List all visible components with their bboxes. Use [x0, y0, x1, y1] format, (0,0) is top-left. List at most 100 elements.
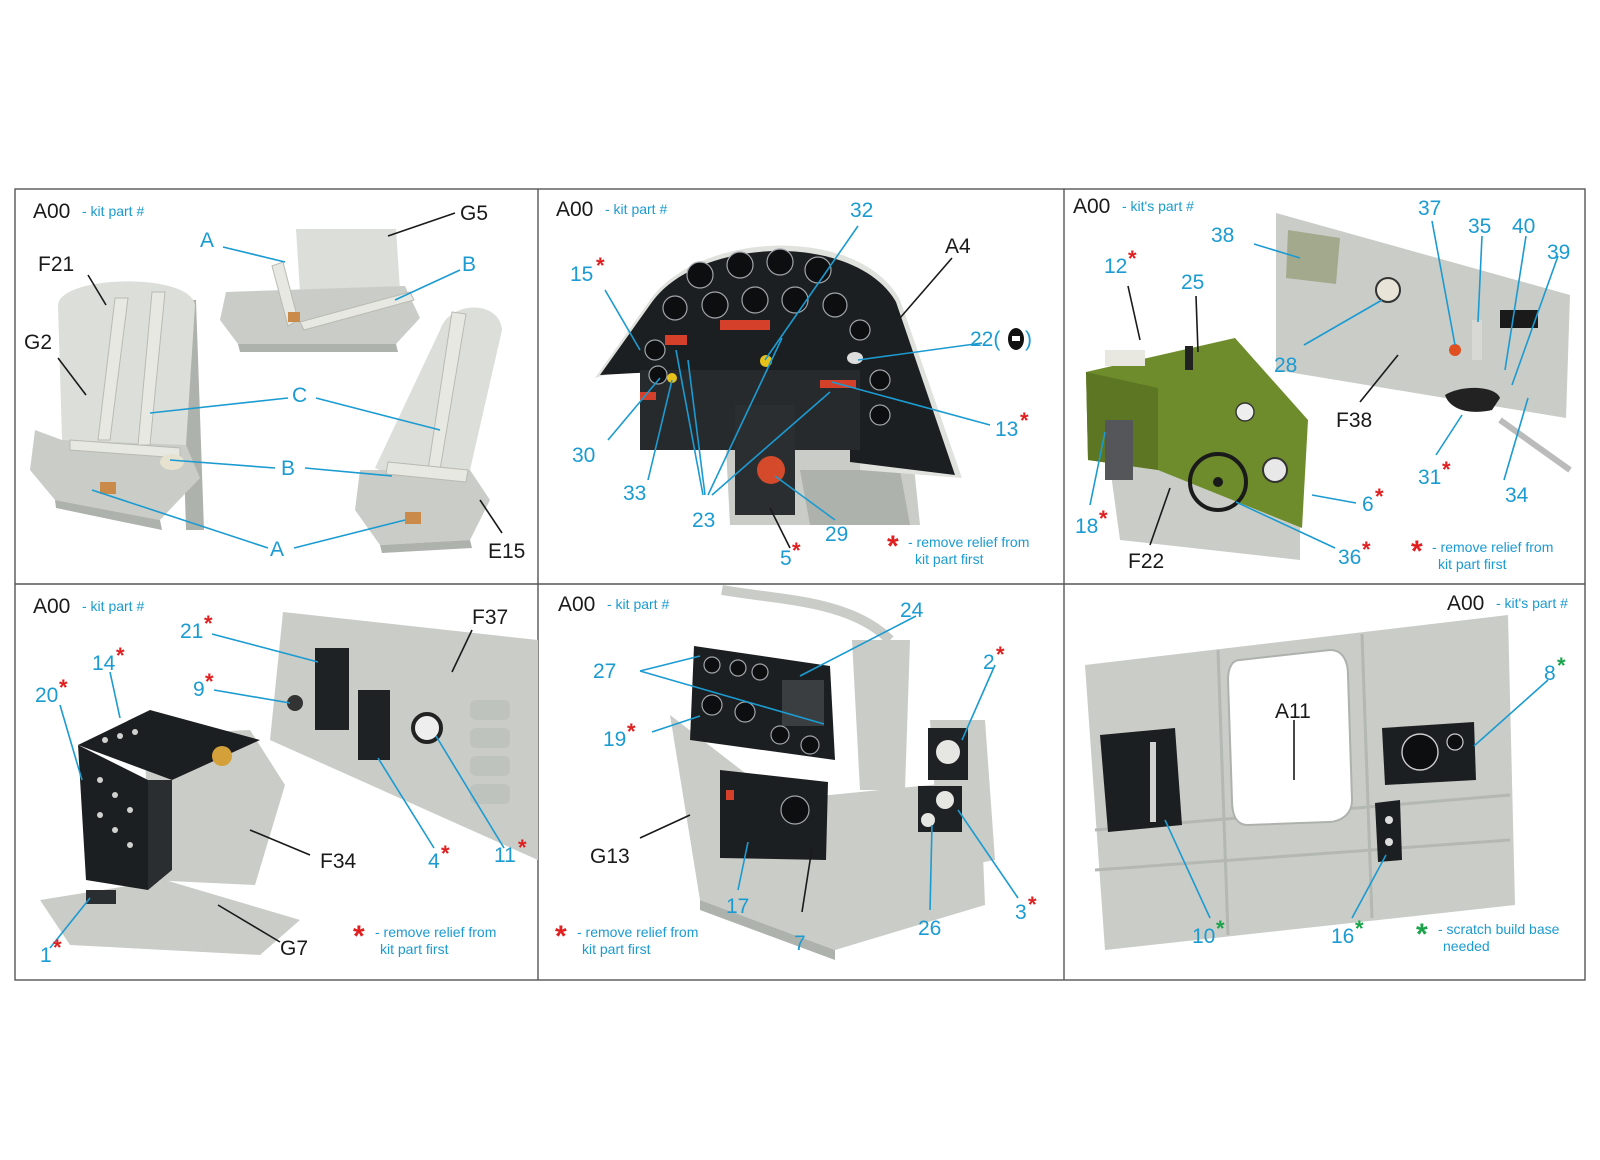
- green-star: *: [1557, 653, 1566, 678]
- part-label: 17: [726, 895, 749, 918]
- part-label: 8: [1544, 662, 1556, 685]
- leader-lines: [49, 629, 505, 949]
- panel-header-code: A00: [1447, 592, 1484, 615]
- part-label: C: [292, 384, 307, 407]
- part-label: 38: [1211, 224, 1234, 247]
- red-star: *: [1442, 457, 1451, 482]
- part-label: G7: [280, 937, 308, 960]
- red-star: *: [627, 719, 636, 744]
- red-star: *: [1375, 484, 1384, 509]
- footnote-line: - scratch build base: [1438, 921, 1560, 937]
- part-label: 24: [900, 599, 924, 622]
- part-label: 1: [40, 944, 52, 967]
- part-label: 26: [918, 917, 941, 940]
- red-star: *: [792, 538, 801, 563]
- part-label: 39: [1547, 241, 1570, 264]
- panel-instrument: A00 - kit part #: [556, 198, 1032, 570]
- panel-header-note: - kit part #: [605, 201, 667, 217]
- red-star: *: [204, 611, 213, 636]
- panel-console: A00 - kit's part #: [1073, 195, 1572, 573]
- footnote-line: kit part first: [915, 551, 984, 567]
- part-label: 23: [692, 509, 715, 532]
- part-label: E15: [488, 540, 525, 563]
- red-star: *: [518, 835, 527, 860]
- footnote: * - remove relief from kit part first: [1411, 535, 1553, 572]
- footnote-line: - remove relief from: [577, 924, 698, 940]
- part-label: 36: [1338, 546, 1361, 569]
- panel-header-code: A00: [33, 200, 70, 223]
- part-label: B: [462, 253, 476, 276]
- part-label: A4: [945, 235, 971, 258]
- wall-illustration: [270, 612, 538, 860]
- panel-header-code: A00: [1073, 195, 1110, 218]
- part-label: 31: [1418, 466, 1441, 489]
- green-star: *: [1416, 918, 1428, 951]
- leader-lines: [57, 212, 503, 549]
- part-label: 22(: [970, 328, 1000, 351]
- leader-lines: [639, 615, 1019, 913]
- part-label: F38: [1336, 409, 1372, 432]
- panel-header-note: - kit part #: [82, 598, 144, 614]
- part-label: 15: [570, 263, 593, 286]
- part-label: 21: [180, 620, 203, 643]
- part-label: 32: [850, 199, 873, 222]
- red-star: *: [1128, 246, 1137, 271]
- part-label: 25: [1181, 271, 1204, 294]
- red-star: *: [53, 935, 62, 960]
- panel-side-wall: A00 - kit's part # A1: [1085, 592, 1568, 954]
- footnote-line: kit part first: [380, 941, 449, 957]
- part-label: 13: [995, 418, 1018, 441]
- panel-radio-stack: A00 - kit part #: [555, 585, 1037, 960]
- panel-radio-box: A00 - kit part #: [33, 595, 538, 967]
- box-illustration: [40, 710, 300, 955]
- part-label: 7: [794, 932, 806, 955]
- part-label: 20: [35, 684, 58, 707]
- panel-header-note: - kit part #: [607, 596, 669, 612]
- green-star: *: [1355, 916, 1364, 941]
- footnote-line: kit part first: [582, 941, 651, 957]
- part-label: 29: [825, 523, 848, 546]
- panel-header-code: A00: [33, 595, 70, 618]
- part-label: 12: [1104, 255, 1127, 278]
- panel-header-code: A00: [558, 593, 595, 616]
- part-label: 5: [780, 547, 792, 570]
- red-star: *: [555, 920, 567, 953]
- part-label: A: [270, 538, 284, 561]
- part-label: 40: [1512, 215, 1535, 238]
- part-label: A: [200, 229, 214, 252]
- console-illustration: [1086, 338, 1308, 560]
- part-label: F22: [1128, 550, 1164, 573]
- part-label: 28: [1274, 354, 1297, 377]
- left-seat-illustration: [30, 281, 204, 530]
- panel-header-note: - kit's part #: [1496, 595, 1568, 611]
- green-star: *: [1216, 916, 1225, 941]
- leader-lines: [1089, 220, 1559, 549]
- part-label: 37: [1418, 197, 1441, 220]
- footnote-line: - remove relief from: [908, 534, 1029, 550]
- part-label: 35: [1468, 215, 1491, 238]
- part-label: 14: [92, 652, 116, 675]
- wall-a11-illustration: [1085, 615, 1515, 950]
- panel-seats: A00 - kit part #: [24, 200, 525, 563]
- footnote: * - scratch build base needed: [1416, 918, 1560, 954]
- side-wall-illustration: [1276, 213, 1572, 473]
- part-label: F21: [38, 253, 74, 276]
- part-label: A11: [1275, 700, 1311, 723]
- red-star: *: [1411, 535, 1423, 568]
- part-label: ): [1025, 328, 1032, 351]
- red-star: *: [1362, 537, 1371, 562]
- footnote-line: kit part first: [1438, 556, 1507, 572]
- part-label: G2: [24, 331, 52, 354]
- radio-stack-illustration: [670, 585, 995, 960]
- instrument-panel-illustration: [595, 245, 962, 525]
- red-star: *: [1020, 408, 1029, 433]
- part-label: G13: [590, 845, 630, 868]
- part-label: F34: [320, 850, 357, 873]
- red-star: *: [1028, 892, 1037, 917]
- red-star: *: [596, 253, 605, 278]
- part-label: 18: [1075, 515, 1098, 538]
- part-label: 2: [983, 651, 995, 674]
- part-label: F37: [472, 606, 508, 629]
- red-star: *: [887, 530, 899, 563]
